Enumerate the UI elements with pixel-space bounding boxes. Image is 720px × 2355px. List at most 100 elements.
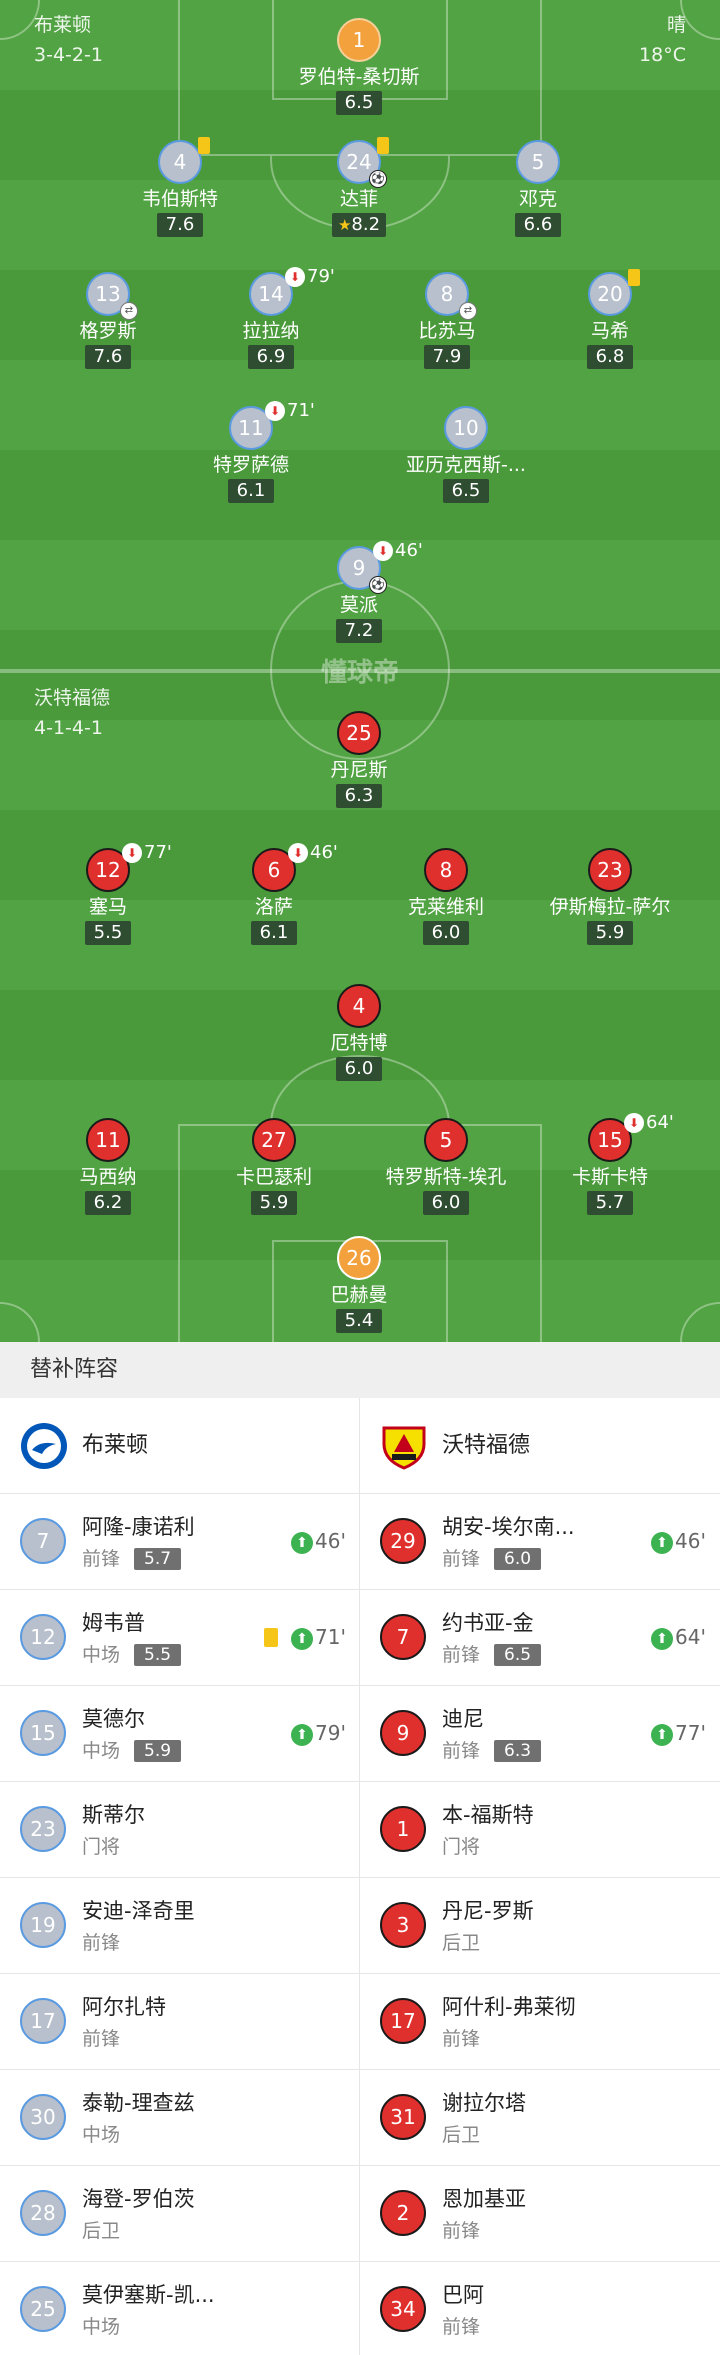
sub-player-name: 莫伊塞斯-凯... xyxy=(82,2283,215,2307)
sub-player-number: 15 xyxy=(20,1710,66,1756)
subs-away-team-header[interactable]: 沃特福德 xyxy=(360,1398,720,1494)
sub-off-icon: ⬇ xyxy=(288,843,308,863)
player-name: 厄特博 xyxy=(330,1032,388,1054)
sub-off-minute: 46' xyxy=(310,842,338,863)
sub-player-number: 34 xyxy=(380,2286,426,2332)
sub-player-number: 31 xyxy=(380,2094,426,2140)
sub-off-minute: 77' xyxy=(144,842,172,863)
player-name: 比苏马 xyxy=(418,320,476,342)
sub-off-marker: ⬇46' xyxy=(288,842,338,864)
player-rating: 6.0 xyxy=(336,1057,382,1081)
player-rating: 5.9 xyxy=(251,1191,297,1215)
sub-player-position: 前锋 xyxy=(442,2028,481,2050)
sub-player-name: 泰勒-理查兹 xyxy=(82,2091,195,2115)
player-rating: 6.5 xyxy=(336,91,382,115)
player-name: 罗伯特-桑切斯 xyxy=(298,66,420,88)
away-formation: 4-1-4-1 xyxy=(34,717,103,739)
sub-in-arrow-icon: ⬆ xyxy=(291,1531,314,1554)
subs-home-team-header[interactable]: 布莱顿 xyxy=(0,1398,360,1494)
sub-player-name: 约书亚-金 xyxy=(442,1611,534,1635)
sub-in-arrow-icon: ⬆ xyxy=(291,1627,314,1650)
player-number: 4 xyxy=(158,137,210,184)
player-rating: 6.6 xyxy=(515,213,561,237)
yellow-card-icon xyxy=(198,137,210,154)
player-rating: 6.8 xyxy=(587,345,633,369)
player-rating: 7.6 xyxy=(157,213,203,237)
sub-player-number: 30 xyxy=(20,2094,66,2140)
player-number: 11 xyxy=(86,1118,130,1162)
pitch-player[interactable]: 9⚽⬇46'莫派 7.2 xyxy=(259,540,459,643)
sub-player-rating: 5.9 xyxy=(134,1740,182,1762)
sub-player-position: 前锋 xyxy=(82,1932,121,1954)
player-name: 马希 xyxy=(590,320,629,342)
player-number: 11⬇71' xyxy=(229,400,315,450)
sub-player-number: 1 xyxy=(380,1806,426,1852)
rating-value: 6.5 xyxy=(344,92,374,113)
sub-off-minute: 71' xyxy=(287,400,315,421)
sub-player-position: 门将 xyxy=(82,1836,121,1858)
sub-player-position: 中场 xyxy=(82,1644,121,1666)
sub-player-position: 前锋 xyxy=(442,1740,481,1762)
sub-player-position: 前锋 xyxy=(442,1644,481,1666)
swap-icon: ⇄ xyxy=(120,302,138,320)
rating-value: 6.2 xyxy=(93,1192,123,1213)
player-number: 5 xyxy=(516,140,560,184)
player-number: 9⚽⬇46' xyxy=(337,540,423,594)
sub-player-position: 中场 xyxy=(82,2124,121,2146)
sub-player-position: 中场 xyxy=(82,2316,121,2338)
player-rating: 7.9 xyxy=(424,345,470,369)
rating-value: 7.2 xyxy=(344,620,374,641)
pitch-player[interactable]: 24⚽达菲★8.2 xyxy=(259,137,459,237)
sub-in-arrow-icon: ⬆ xyxy=(651,1531,674,1554)
rating-value: 6.0 xyxy=(431,922,461,943)
player-name: 卡巴瑟利 xyxy=(235,1166,312,1188)
sub-player-number: 28 xyxy=(20,2190,66,2236)
sub-off-icon: ⬇ xyxy=(285,267,305,287)
rating-value: 7.6 xyxy=(93,346,123,367)
player-name: 莫派 xyxy=(339,594,378,616)
player-name: 特罗萨德 xyxy=(212,454,289,476)
sub-player-row[interactable]: 30 泰勒-理查兹中场 xyxy=(0,2070,360,2166)
watford-crest-icon xyxy=(380,1422,428,1470)
sub-player-name: 本-福斯特 xyxy=(442,1803,534,1827)
home-formation: 3-4-2-1 xyxy=(34,44,103,66)
rating-value: 6.8 xyxy=(595,346,625,367)
